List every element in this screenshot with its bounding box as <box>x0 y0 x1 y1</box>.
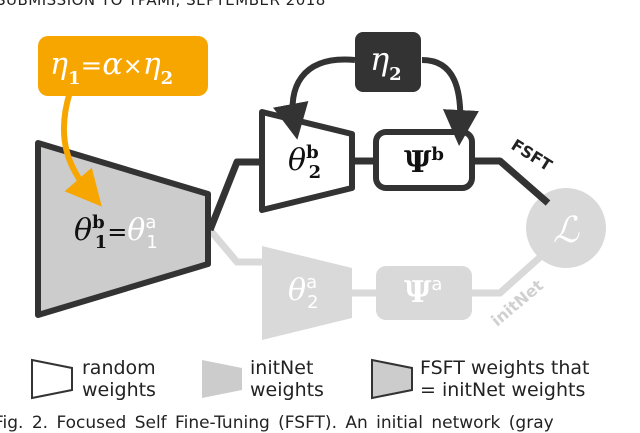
legend-random-icon <box>31 358 73 400</box>
figure-caption: Fig. 2. Focused Self Fine-Tuning (FSFT).… <box>0 413 554 433</box>
eta2-label: η2 <box>370 40 402 85</box>
eta2-arrow <box>272 56 356 140</box>
loss-node <box>526 188 606 268</box>
fsft-label: FSFT <box>508 135 556 175</box>
psi-b-label: Ψb <box>404 144 444 180</box>
legend-initnet-icon <box>202 360 242 398</box>
legend-fsft-icon <box>371 358 413 400</box>
legend-initnet-line2: weights <box>250 379 324 401</box>
page-header: SUBMISSION TO TPAMI, SEPTEMBER 2018 <box>0 0 326 9</box>
psi-a-box <box>376 266 472 320</box>
legend: random weights initNet weights FSFT weig… <box>31 357 589 401</box>
legend-random-line2: weights <box>82 379 156 401</box>
loss-symbol: ℒ <box>553 210 580 251</box>
psi-a-label: Ψa <box>404 274 442 310</box>
eta1-box <box>38 36 208 96</box>
legend-random-line1: random <box>82 357 156 379</box>
eta2-box <box>355 32 421 92</box>
legend-fsft-line1: FSFT weights that <box>420 357 589 379</box>
fsft-connector <box>206 158 262 232</box>
initnet-link-2 <box>472 247 551 297</box>
initnet-branch: initNet <box>207 227 551 340</box>
theta2a-block <box>262 246 352 340</box>
legend-fsft-line2: = initNet weights <box>420 379 585 401</box>
eta1-label: η1=α×η2 <box>50 47 173 89</box>
initnet-label: initNet <box>487 275 547 330</box>
fsft-link-2 <box>472 157 551 206</box>
eta2-arrow-right <box>421 57 479 146</box>
legend-initnet-line1: initNet <box>250 357 313 379</box>
eta1-arrow <box>60 91 102 207</box>
initnet-connector <box>207 227 262 266</box>
